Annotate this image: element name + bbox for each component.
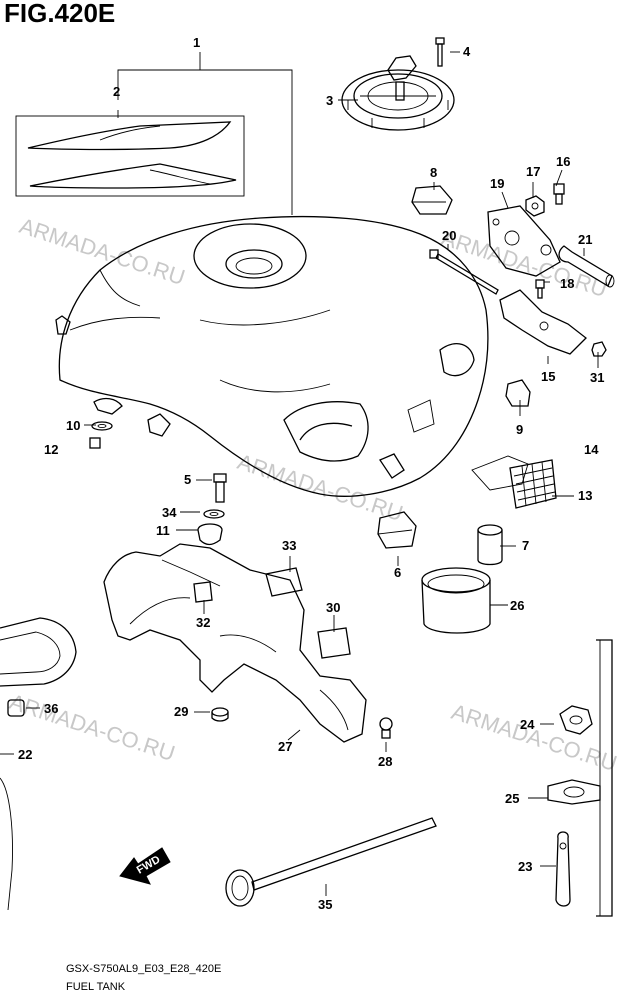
callout-7: 7 [522,538,529,553]
callout-35: 35 [318,897,332,912]
callout-29: 29 [174,704,188,719]
diagram-caption: FUEL TANK [66,981,126,993]
part-sleeve-26 [421,567,491,634]
callout-5: 5 [184,472,191,487]
part-fuel-cap [341,55,455,131]
part-spacer-12 [89,437,101,449]
part-bolt-18 [535,279,545,299]
callout-31: 31 [590,370,604,385]
part-pad-13 [509,459,557,509]
part-rod-21 [558,245,615,288]
watermark-3: ARMADA-CO.RU [448,699,620,776]
callout-34: 34 [162,505,177,520]
callout-9: 9 [516,422,523,437]
part-cap-29 [211,707,229,722]
callout-8: 8 [430,165,437,180]
part-bracket-19 [487,205,561,277]
part-pad-32 [193,581,213,603]
part-rubber-36 [7,699,25,717]
part-cylinder-7 [477,524,503,566]
callout-4: 4 [463,44,471,59]
callout-30: 30 [326,600,340,615]
part-grommet-10 [91,421,113,431]
callout-28: 28 [378,754,392,769]
callout-11: 11 [156,523,170,538]
part-bolt-20 [429,249,499,295]
part-nut-31 [591,341,607,357]
callout-32: 32 [196,615,210,630]
part-undertray-27 [103,543,367,743]
callout-26: 26 [510,598,524,613]
callout-12: 12 [44,442,58,457]
callout-22: 22 [18,747,32,762]
callout-2: 2 [113,84,120,99]
callout-10: 10 [66,418,80,433]
part-pad-30 [317,627,351,659]
part-clamp-25 [547,779,601,805]
callout-6: 6 [394,565,401,580]
part-nut-17 [525,195,545,217]
part-washer-34 [203,509,225,519]
part-bolt-16 [553,183,565,205]
part-screw-4 [435,37,445,67]
callout-36: 36 [44,701,58,716]
part-holder-23 [555,831,571,907]
watermark-1: ARMADA-CO.RU [16,213,188,290]
callout-33: 33 [282,538,296,553]
callout-20: 20 [442,228,456,243]
callout-27: 27 [278,739,292,754]
figure-title: FIG.420E [4,0,116,28]
callout-17: 17 [526,164,540,179]
callout-16: 16 [556,154,570,169]
part-grommet-11 [197,523,223,546]
callout-1: 1 [193,35,200,50]
part-loop-22 [0,617,77,911]
callout-13: 13 [578,488,592,503]
part-frame-right [596,639,613,917]
callout-14: 14 [584,442,599,457]
callout-25: 25 [505,791,519,806]
callout-19: 19 [490,176,504,191]
fwd-arrow: FWD [119,847,171,885]
part-pad-33 [265,567,303,597]
callout-21: 21 [578,232,592,247]
callout-numbers: 1 2 3 4 5 6 7 8 9 10 11 12 13 14 15 16 1… [18,35,604,912]
callout-18: 18 [560,276,574,291]
part-rod-35 [225,817,437,907]
part-decals [15,115,245,197]
part-rubber-6 [377,511,417,549]
callout-15: 15 [541,369,555,384]
part-bracket-15 [499,289,587,355]
part-rubber-8 [411,185,453,215]
callout-23: 23 [518,859,532,874]
part-clip-28 [379,717,393,739]
part-grommet-9 [505,379,531,407]
part-bolt-5 [213,473,227,503]
model-code: GSX-S750AL9_E03_E28_420E [66,963,222,975]
callout-24: 24 [520,717,535,732]
part-clamp-24 [559,705,593,735]
callout-3: 3 [326,93,333,108]
part-fuel-tank [55,215,529,497]
